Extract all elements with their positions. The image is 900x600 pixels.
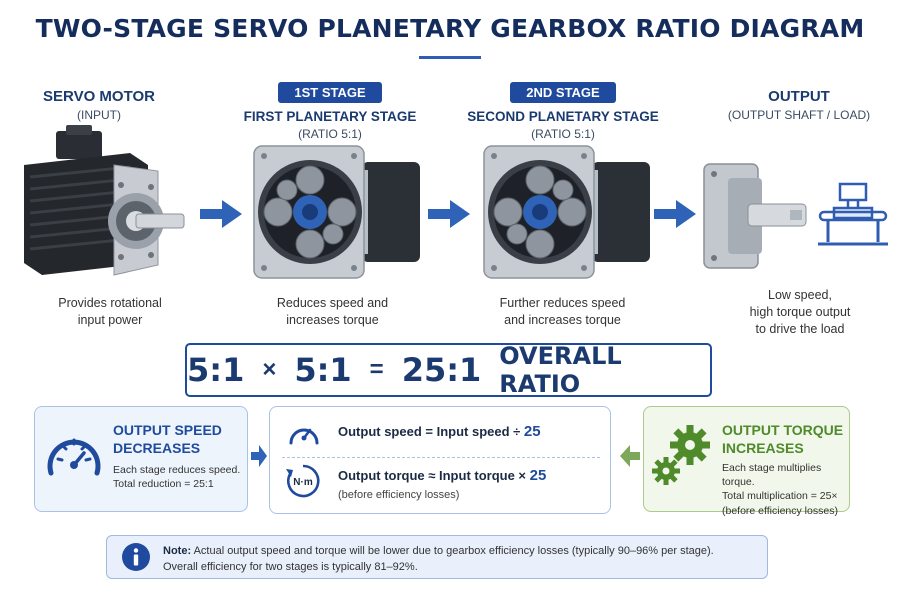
arrow-right-icon: [654, 200, 696, 228]
second-stage-ratio: (RATIO 5:1): [531, 127, 595, 141]
output-speed-card: OUTPUT SPEED DECREASES Each stage reduce…: [34, 406, 248, 512]
title-underline: [419, 56, 481, 59]
formula-card: Output speed = Input speed ÷ 25 N·m Outp…: [269, 406, 611, 514]
torque-card-body: Each stage multiplies torque. Total mult…: [722, 462, 838, 517]
info-icon: [122, 543, 150, 571]
second-stage-heading-group: 2ND STAGE SECOND PLANETARY STAGE (RATIO …: [463, 82, 663, 141]
motor-caption: Provides rotational input power: [58, 296, 162, 327]
formula-divider: [282, 457, 600, 458]
first-stage-caption: Reduces speed and increases torque: [276, 296, 389, 327]
first-stage-ratio: (RATIO 5:1): [298, 127, 362, 141]
output-caption: Low speed, high torque output to drive t…: [749, 288, 851, 336]
ratio-first: 5:1: [187, 351, 245, 389]
second-stage-heading: SECOND PLANETARY STAGE: [467, 109, 659, 124]
first-stage-gearbox-illustration: [253, 145, 420, 279]
motor-heading-group: SERVO MOTOR (INPUT): [24, 88, 174, 122]
first-stage-pill: 1ST STAGE: [278, 82, 382, 103]
output-heading-group: OUTPUT (OUTPUT SHAFT / LOAD): [714, 88, 884, 122]
speed-card-body: Each stage reduces speed. Total reductio…: [113, 464, 241, 491]
torque-formula-note: (before efficiency losses): [338, 489, 460, 501]
second-stage-gearbox-illustration: [483, 145, 650, 279]
note-line-2: Overall efficiency for two stages is typ…: [163, 560, 418, 573]
output-subheading: (OUTPUT SHAFT / LOAD): [727, 108, 871, 122]
speed-gauge-icon: [289, 428, 319, 445]
speed-formula: Output speed = Input speed ÷ 25: [338, 423, 541, 440]
torque-card-title: OUTPUT TORQUE INCREASES: [722, 422, 844, 457]
ratio-total: 25:1: [401, 351, 482, 389]
servo-motor-illustration: [24, 125, 185, 276]
ratio-label: OVERALL RATIO: [499, 342, 622, 398]
note-text: Note: Actual output speed and torque wil…: [163, 544, 714, 576]
motor-heading: SERVO MOTOR: [43, 88, 155, 105]
page-title: TWO-STAGE SERVO PLANETARY GEARBOX RATIO …: [35, 14, 865, 43]
first-stage-heading-group: 1ST STAGE FIRST PLANETARY STAGE (RATIO 5…: [235, 82, 425, 141]
ratio-second: 5:1: [294, 351, 352, 389]
torque-rotation-icon: N·m: [286, 464, 320, 498]
speed-card-title: OUTPUT SPEED DECREASES: [113, 422, 222, 457]
output-heading: OUTPUT: [768, 88, 830, 105]
second-stage-pill: 2ND STAGE: [510, 82, 616, 103]
arrow-right-icon: [428, 200, 470, 228]
torque-formula: Output torque ≈ Input torque × 25: [338, 467, 547, 484]
second-stage-caption: Further reduces speed and increases torq…: [499, 296, 626, 327]
output-flange-illustration: [703, 163, 807, 269]
torque-unit-label: N·m: [293, 477, 313, 488]
arrow-right-icon: [251, 445, 267, 467]
overall-ratio-box: 5:1 × 5:1 = 25:1 OVERALL RATIO: [185, 342, 712, 398]
efficiency-note: Note: Actual output speed and torque wil…: [106, 535, 768, 579]
ratio-times: ×: [262, 356, 277, 383]
arrow-left-icon: [620, 445, 640, 467]
arrow-right-icon: [200, 200, 242, 228]
speedometer-icon: [47, 438, 101, 476]
output-torque-card: OUTPUT TORQUE INCREASES Each stage multi…: [643, 406, 850, 517]
ratio-equals: =: [369, 356, 384, 383]
conveyor-load-icon: [818, 182, 888, 246]
gears-icon: [652, 425, 710, 485]
motor-subheading: (INPUT): [77, 108, 121, 122]
note-line-1: Actual output speed and torque will be l…: [193, 545, 714, 557]
note-label: Note:: [163, 545, 192, 557]
first-stage-heading: FIRST PLANETARY STAGE: [243, 109, 417, 124]
